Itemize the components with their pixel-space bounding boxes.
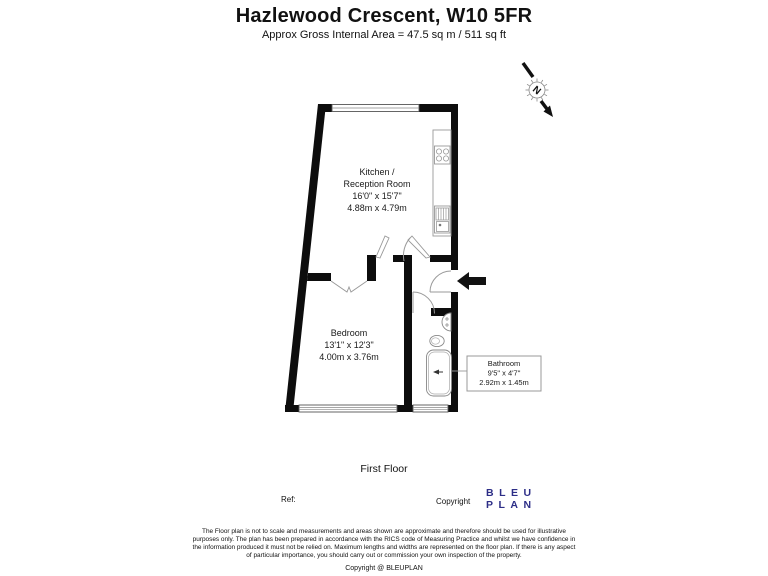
kitchen-dims-imperial: 16'0" x 15'7" <box>352 191 401 201</box>
bedroom-dims-imperial: 13'1" x 12'3" <box>324 340 373 350</box>
disclaimer-line: of particular importance, you should car… <box>246 551 522 559</box>
disclaimer-text: The Floor plan is not to scale and measu… <box>0 528 768 560</box>
disclaimer-line: The Floor plan is not to scale and measu… <box>202 528 566 535</box>
bedroom-dims-metric: 4.00m x 3.76m <box>319 352 379 362</box>
kitchen-name-line1: Kitchen / <box>359 167 395 177</box>
entrance-arrow <box>457 272 486 290</box>
north-arrow-icon: N <box>521 61 553 117</box>
bottom-copyright: Copyright @ BLEUPLAN <box>345 565 423 572</box>
entrance-door <box>429 270 452 293</box>
bedroom-name: Bedroom <box>331 328 368 338</box>
bathroom-callout: Bathroom 9'5" x 4'7" 2.92m x 1.45m <box>466 355 542 392</box>
floor-label: First Floor <box>360 463 408 475</box>
kitchen-door-right <box>402 235 431 263</box>
outer-walls <box>285 104 458 412</box>
area-subtitle: Approx Gross Internal Area = 47.5 sq m /… <box>261 29 507 41</box>
window-bedroom <box>298 404 398 413</box>
inner-walls <box>307 255 451 405</box>
kitchen-dims-metric: 4.88m x 4.79m <box>347 203 407 213</box>
bathtub-icon <box>426 349 452 397</box>
window-bathroom <box>412 404 449 413</box>
ref-label: Ref: <box>281 495 296 504</box>
kitchen-label: Kitchen / Reception Room 16'0" x 15'7" 4… <box>343 167 410 213</box>
bedroom-label: Bedroom 13'1" x 12'3" 4.00m x 3.76m <box>319 328 379 362</box>
page-title: Hazlewood Crescent, W10 5FR <box>235 5 533 27</box>
disclaimer-line: purposes only. The plan has been prepare… <box>192 535 576 543</box>
kitchen-name-line2: Reception Room <box>343 179 410 189</box>
disclaimer-line: the information produced it must not be … <box>192 543 576 551</box>
window-kitchen <box>331 104 420 112</box>
toilet-icon <box>429 334 445 348</box>
bathroom-dims-metric: 2.92m x 1.45m <box>479 378 529 387</box>
kitchen-sink-icon <box>434 205 451 234</box>
hob-icon <box>434 145 451 165</box>
bathroom-dims-imperial: 9'5" x 4'7" <box>488 369 521 378</box>
bedroom-double-doors <box>330 272 368 293</box>
logo-line2: PLAN <box>486 498 537 511</box>
bathroom-door <box>412 291 435 317</box>
bleuplan-logo: BLEU PLAN <box>486 487 537 511</box>
copyright-label: Copyright <box>436 497 471 506</box>
bathroom-basin-icon <box>441 312 452 332</box>
logo-line1: BLEU <box>486 487 537 499</box>
bathroom-name: Bathroom <box>488 359 521 368</box>
kitchen-door-left <box>375 235 393 263</box>
